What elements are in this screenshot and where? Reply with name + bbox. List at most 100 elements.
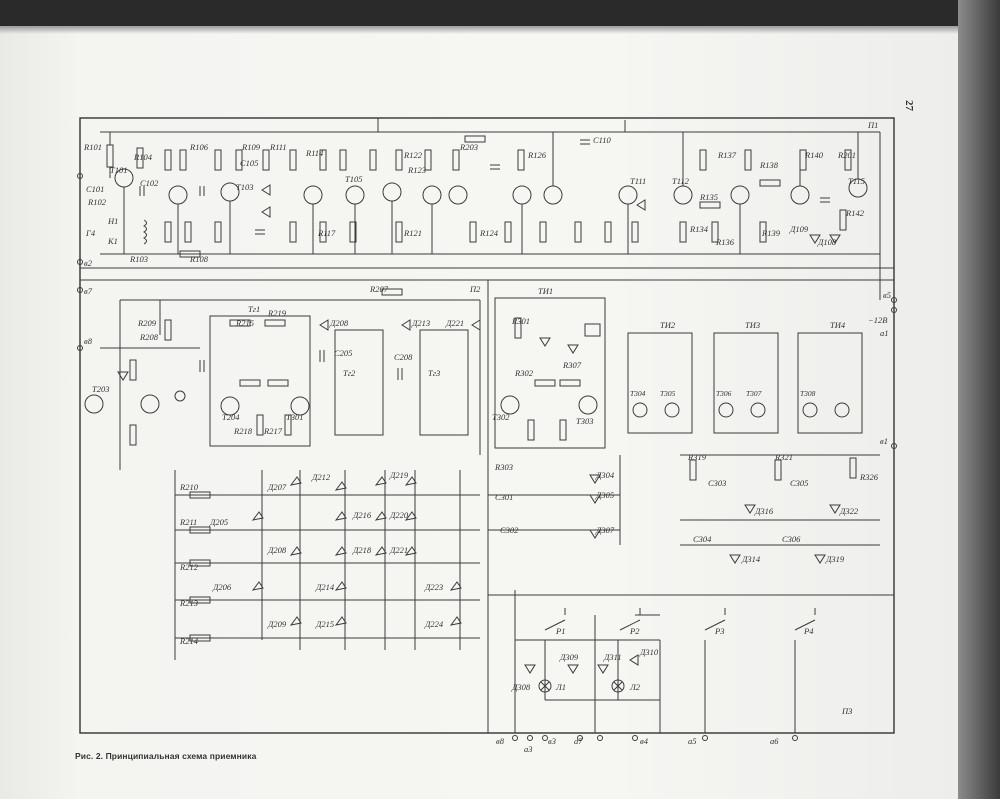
- component-label: C306: [782, 534, 801, 544]
- terminal-a6: а6: [770, 736, 779, 746]
- component-label: Д109: [789, 224, 809, 234]
- terminal-v2: в2: [84, 258, 93, 268]
- component-label: R307: [562, 360, 582, 370]
- component-label: C105: [240, 158, 258, 168]
- figure-caption: Рис. 2. Принципиальная схема приемника: [75, 751, 257, 761]
- component-label: R218: [233, 426, 253, 436]
- component-label: Н1: [107, 216, 118, 226]
- component-label: R101: [83, 142, 102, 152]
- component-label: R301: [511, 316, 530, 326]
- component-label: Д108: [817, 237, 837, 247]
- component-label: R217: [263, 426, 283, 436]
- component-label: T304: [630, 389, 646, 398]
- component-label: T115: [848, 176, 865, 186]
- output-diodes: R303 C301 C302 Д304 Д305 Д307 R319 R321 …: [488, 452, 880, 564]
- component-label: T303: [576, 416, 593, 426]
- component-label: Д224: [424, 619, 444, 629]
- scan-top-shadow: [0, 26, 1000, 34]
- component-label: R201: [837, 150, 856, 160]
- block-label-p3: П3: [841, 706, 852, 716]
- component-label: T301: [286, 412, 303, 422]
- component-label: Д310: [639, 647, 659, 657]
- component-label: Д209: [267, 619, 287, 629]
- component-label: C304: [693, 534, 712, 544]
- component-label: R137: [717, 150, 737, 160]
- terminal-a3: а3: [524, 744, 533, 754]
- component-label: T302: [492, 412, 510, 422]
- component-label: Д206: [212, 582, 232, 592]
- scan-right-edge: [958, 0, 1000, 799]
- component-label: Д215: [315, 619, 334, 629]
- trigger-section: [84, 288, 481, 470]
- component-label: R302: [514, 368, 534, 378]
- component-label: R210: [179, 482, 199, 492]
- terminal-v4: в4: [640, 736, 649, 746]
- component-label: R103: [129, 254, 148, 264]
- component-label: Д223: [424, 582, 443, 592]
- component-label: Д304: [595, 470, 615, 480]
- component-label: R142: [845, 208, 865, 218]
- component-label: R117: [317, 228, 336, 238]
- component-label: T204: [222, 412, 240, 422]
- component-label: T203: [92, 384, 109, 394]
- component-label: R108: [189, 254, 209, 264]
- pulse-blocks-ti2-ti4: ТИ2 ТИ3 ТИ4 T304 T305 T306 T307 T308: [627, 320, 863, 434]
- block-label-tg2: Тг2: [343, 368, 356, 378]
- component-label: Д309: [559, 652, 579, 662]
- terminal-v7: в7: [84, 286, 93, 296]
- component-label: Д316: [754, 506, 774, 516]
- component-label: T112: [672, 176, 690, 186]
- block-label-ti3: ТИ3: [745, 320, 760, 330]
- component-label: Д207: [267, 482, 287, 492]
- block-label-p1: П1: [867, 120, 878, 130]
- page-number: 27: [903, 100, 915, 111]
- block-label-tg3: Тг3: [428, 368, 440, 378]
- component-label: R134: [689, 224, 709, 234]
- component-label: T103: [236, 182, 253, 192]
- terminal-v5: в5: [883, 290, 891, 300]
- relay-p3: Р3: [714, 626, 724, 636]
- terminal-a7: а7: [574, 736, 583, 746]
- component-label: R124: [479, 228, 499, 238]
- relay-p1: Р1: [555, 626, 565, 636]
- component-label: R215: [235, 318, 254, 328]
- block-label-ti1: ТИ1: [538, 286, 553, 296]
- component-label: Д308: [511, 682, 531, 692]
- component-label: Д307: [595, 525, 615, 535]
- component-label: R106: [189, 142, 209, 152]
- component-label: R139: [761, 228, 781, 238]
- component-label: C110: [593, 135, 612, 145]
- component-label: R303: [494, 462, 513, 472]
- block-label-ti2: ТИ2: [660, 320, 676, 330]
- component-label: C208: [394, 352, 413, 362]
- component-label: R136: [715, 237, 735, 247]
- component-label: R126: [527, 150, 547, 160]
- terminal-12v: −12В: [868, 315, 887, 325]
- component-label: R208: [139, 332, 159, 342]
- diode-matrix: R210 R211 R212 R213 R214 Д205 Д206 Д207 …: [174, 470, 480, 660]
- component-label: C102: [140, 178, 159, 188]
- component-label: R104: [133, 152, 153, 162]
- relay-section: Р1 Р2 Р3 Р4 Л1 Л2 Д308 Д309 Д311 Д310: [511, 590, 816, 733]
- component-label: К1: [107, 236, 118, 246]
- component-label: Д208: [329, 318, 349, 328]
- component-label: T105: [345, 174, 362, 184]
- component-label: C205: [334, 348, 352, 358]
- lamp-l1: Л1: [555, 682, 566, 692]
- block-label-ti4: ТИ4: [830, 320, 846, 330]
- component-label: R211: [179, 517, 197, 527]
- component-label: Д311: [603, 652, 622, 662]
- lamp-l2: Л2: [629, 682, 641, 692]
- component-label: Д305: [595, 490, 614, 500]
- component-label: R135: [699, 192, 718, 202]
- component-label: Д214: [315, 582, 335, 592]
- component-label: R111: [269, 142, 287, 152]
- component-label: R138: [759, 160, 779, 170]
- component-label: C302: [500, 525, 519, 535]
- component-label: R319: [687, 452, 707, 462]
- component-label: T305: [660, 389, 676, 398]
- amplifier-chain: [100, 118, 881, 300]
- component-label: T111: [630, 176, 646, 186]
